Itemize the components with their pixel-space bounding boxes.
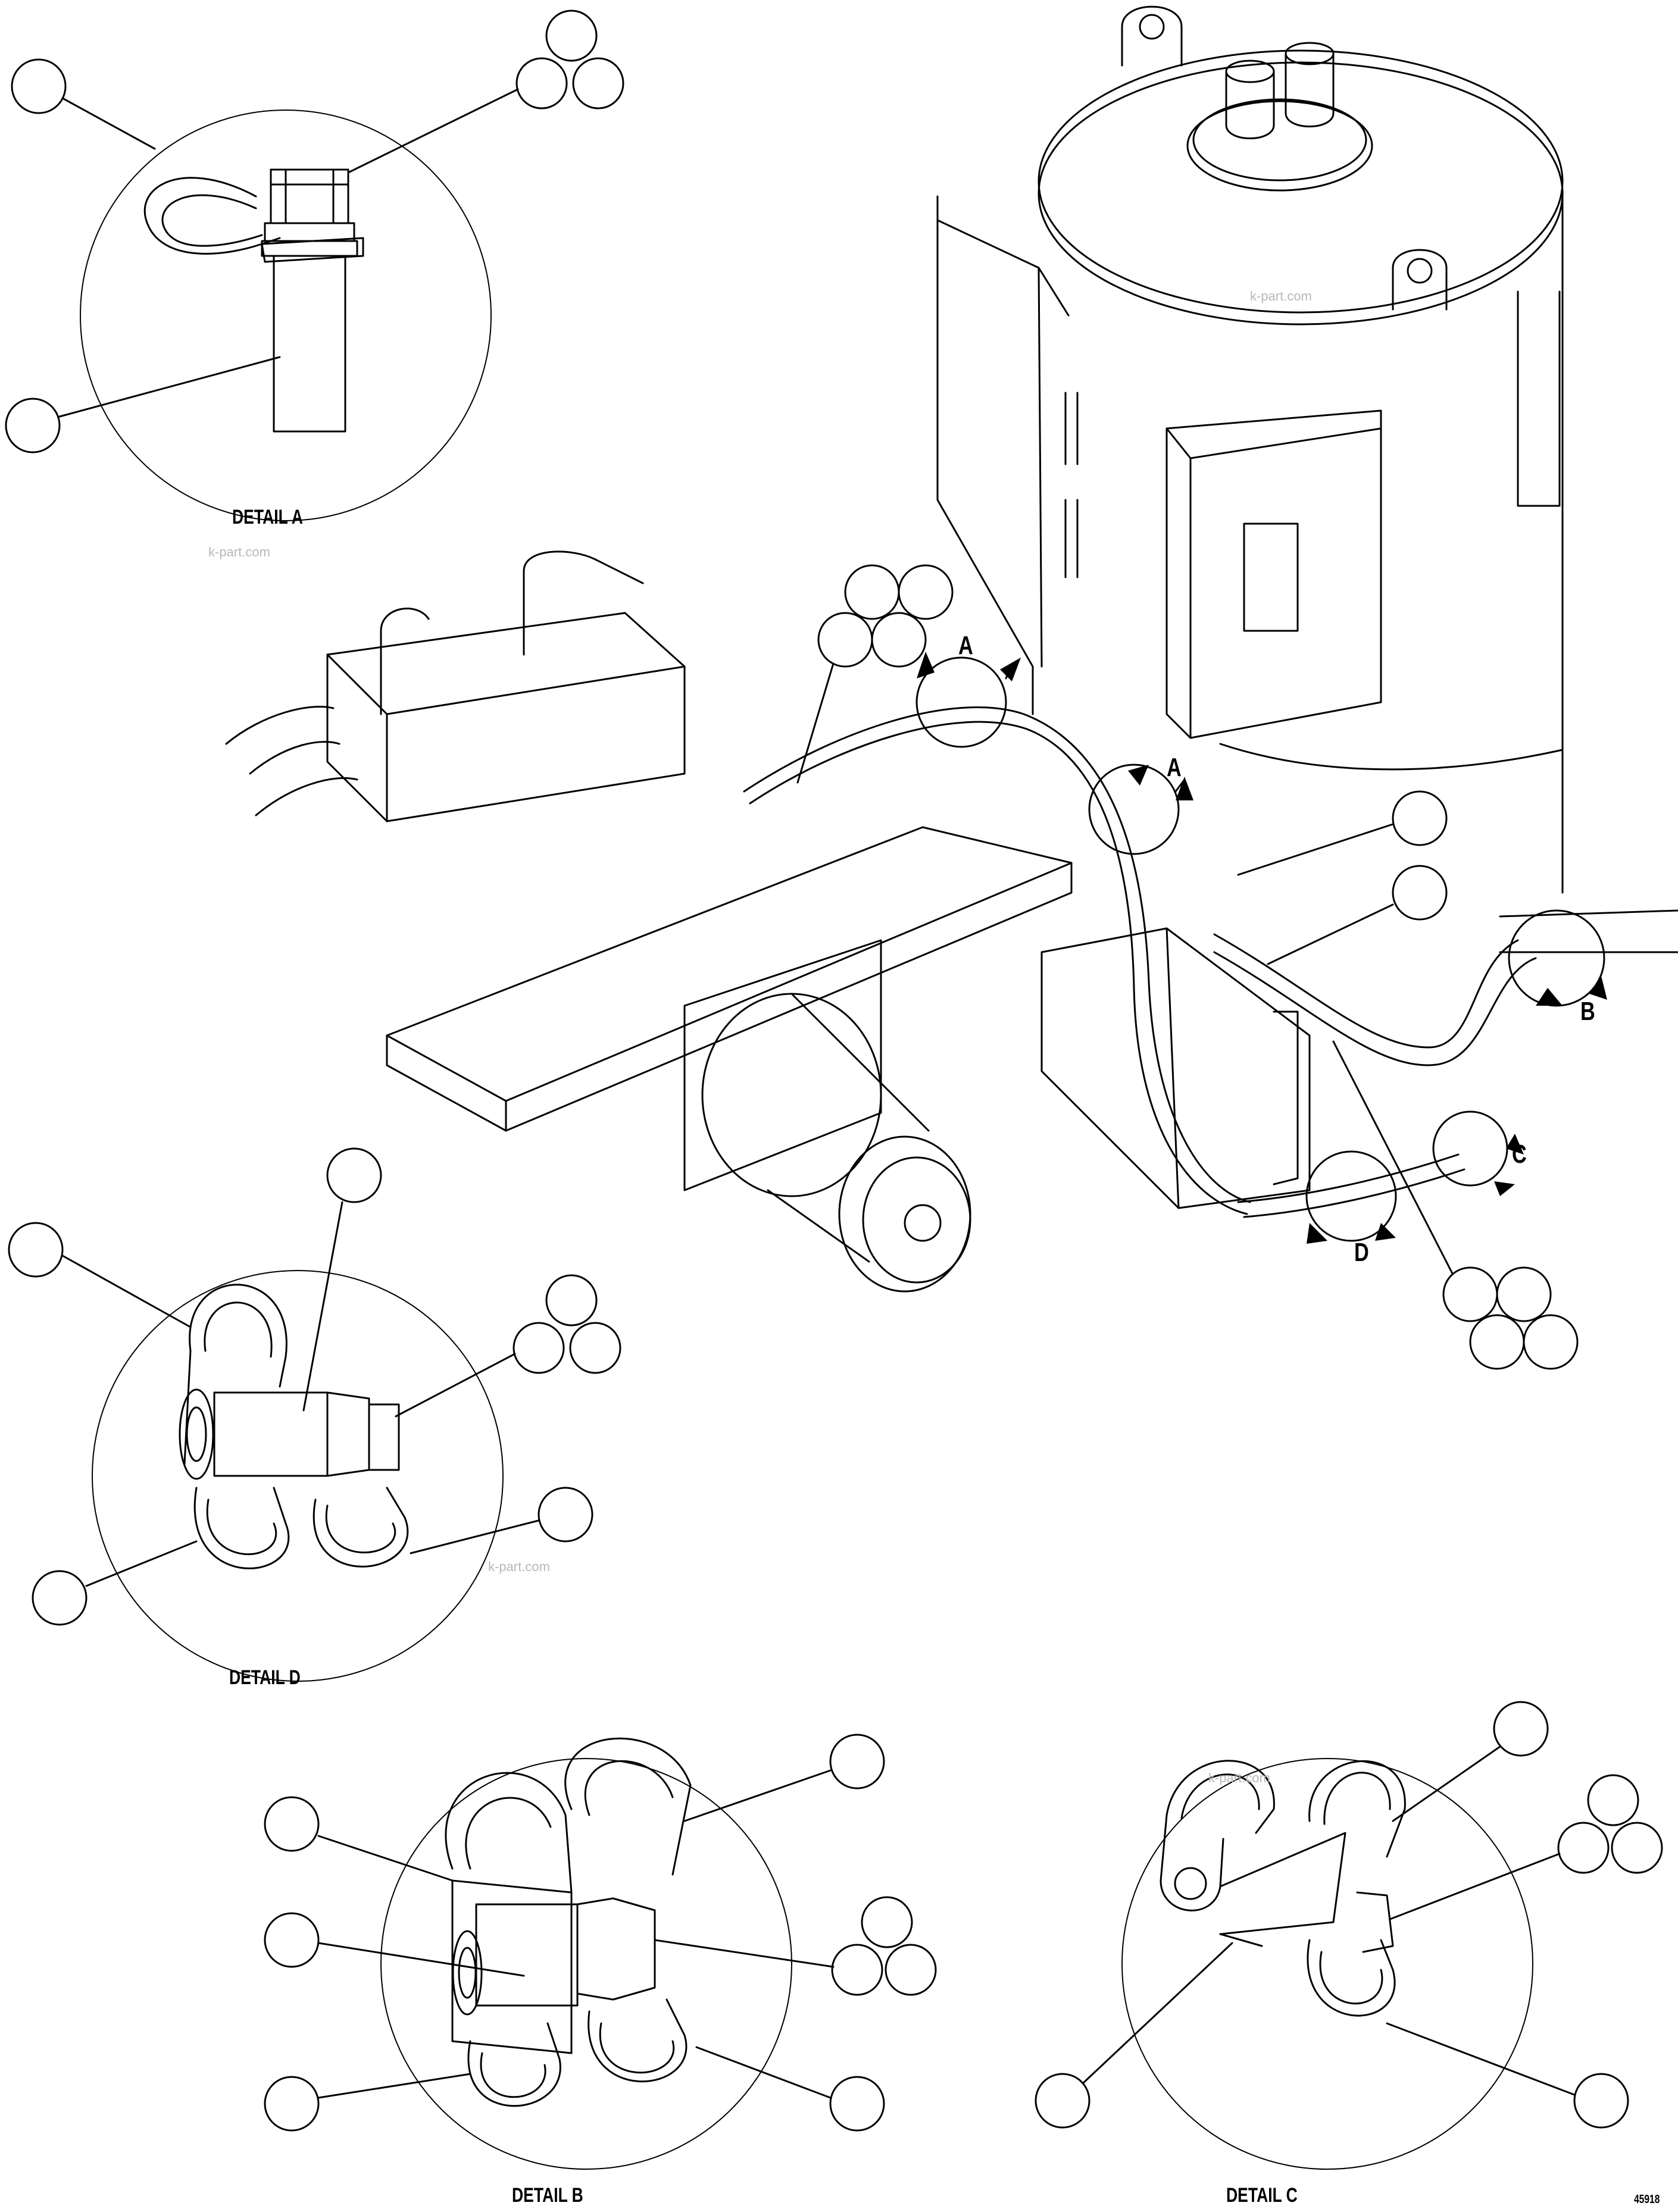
detail-b-view [380,1737,792,2170]
arrow-icon [1375,1223,1396,1241]
callout-circle [1523,1314,1579,1370]
view-letter-a1: A [958,631,973,660]
detail-c-callouts [1035,1701,1663,2129]
view-letter-a2: A [1167,753,1182,782]
callout-circle [1611,1822,1663,1874]
view-b-circle [1508,909,1605,1007]
detail-c-title: DETAIL C [1226,2184,1298,2207]
detail-d-callouts [8,1147,621,1626]
arrow-icon [1176,777,1193,800]
callout-circle [326,1147,382,1203]
callout-circle [1442,1266,1498,1322]
callout-circle [1392,790,1448,846]
view-arrowheads [917,652,1607,1244]
callout-circle [569,1322,621,1374]
callout-circle [11,58,67,114]
callout-circle [545,1274,598,1326]
callout-circle [545,10,598,62]
callout-circle [1587,1774,1639,1826]
detail-b-title: DETAIL B [512,2184,583,2207]
callout-circle [1392,865,1448,921]
detail-d-circle [92,1270,504,1682]
view-letter-b: B [1580,997,1595,1026]
view-c-circle [1432,1110,1508,1187]
callout-circle [1557,1822,1610,1874]
callout-circle [572,57,624,109]
callout-circle [264,1912,320,1968]
callout-circle [1469,1314,1525,1370]
callout-circle [1573,2073,1629,2129]
watermark-text: k-part.com [208,545,270,559]
main-assembly [225,5,1678,1293]
callout-circle [1493,1701,1549,1757]
watermark-text: k-part.com [1208,1770,1270,1785]
arrow-icon [1494,1181,1515,1196]
arrow-icon [1307,1223,1327,1244]
arrow-icon [917,652,935,678]
callout-circle [829,2076,885,2132]
view-letter-c: C [1512,1140,1527,1169]
detail-a-circle [80,109,492,521]
callout-circle [829,1734,885,1789]
detail-b-callouts [264,1734,937,2132]
callout-circle [831,1944,883,1996]
watermark-text: k-part.com [488,1559,550,1574]
detail-c-view [1121,1758,1533,2170]
detail-a-callouts [5,10,624,453]
arrow-icon [1589,976,1607,1000]
view-d-circle [1305,1150,1397,1242]
detail-c-circle [1121,1758,1533,2170]
arrow-icon [1536,988,1563,1006]
callout-circle [817,612,873,668]
arrow-icon [1000,658,1021,681]
callout-circle [264,1796,320,1852]
view-indicators [915,653,1605,1242]
callout-circle [538,1487,593,1543]
detail-b-circle [380,1758,792,2170]
view-a1-circle [915,656,1007,748]
callout-circle [861,1896,913,1948]
watermark-text: k-part.com [1250,289,1312,304]
callout-circle [8,1222,64,1278]
callout-circle [32,1570,88,1626]
arrow-icon [1506,1134,1524,1155]
callout-circle [513,1322,565,1374]
detail-d-title: DETAIL D [229,1666,301,1689]
view-a2-circle [1088,764,1180,855]
callout-circle [844,564,900,620]
detail-a-view [80,109,492,521]
callout-circle [264,2076,320,2132]
view-letter-d: D [1354,1238,1369,1267]
detail-d-view [92,1270,504,1682]
callout-circle [515,57,568,109]
callout-circle [1496,1266,1552,1322]
callout-circle [871,612,927,668]
callout-circle [885,1944,937,1996]
detail-a-title: DETAIL A [232,506,303,528]
callout-circle [898,564,954,620]
arrow-icon [1128,765,1149,786]
main-callouts [796,564,1579,1370]
figure-number: 45918 [1634,2193,1660,2206]
callout-circle [1035,2073,1090,2129]
callout-circle [5,398,61,453]
